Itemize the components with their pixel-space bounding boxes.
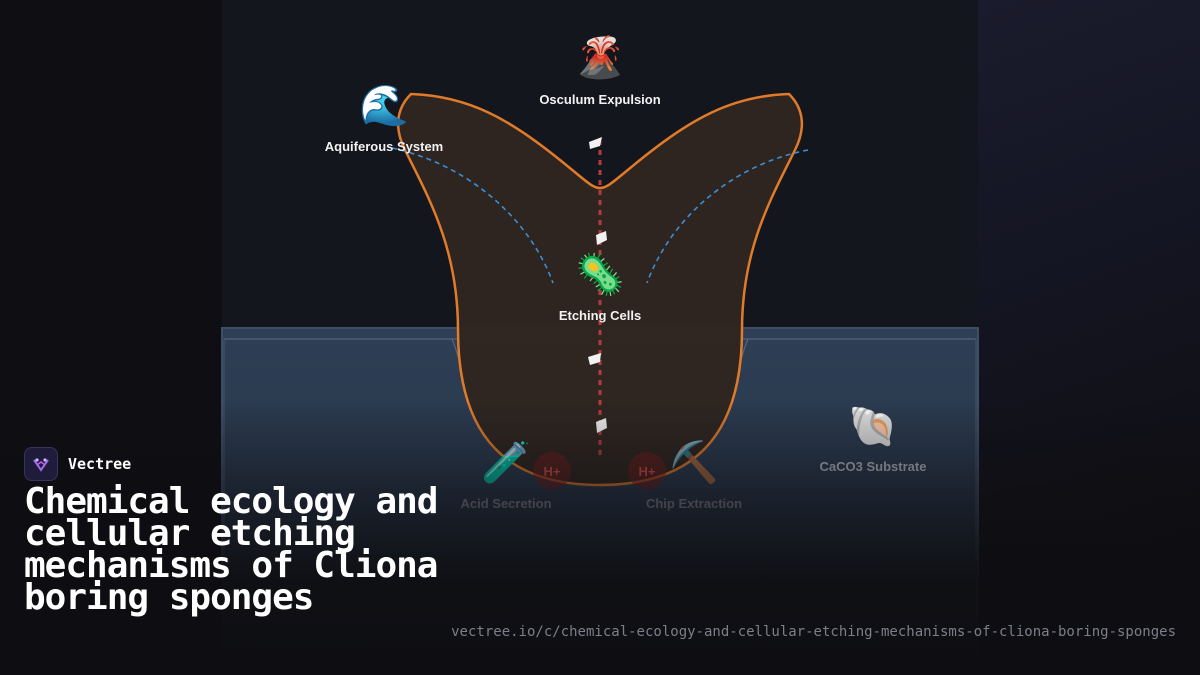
test-tube-icon: 🧪 <box>481 440 531 486</box>
pick-icon: ⛏️ <box>669 440 719 486</box>
shell-icon: 🐚 <box>848 404 898 450</box>
brand[interactable]: Vectree <box>24 447 131 481</box>
proton-badge-left: H+ <box>533 452 571 490</box>
microbe-icon: 🦠 <box>575 252 625 298</box>
acid-secretion-label: Acid Secretion <box>460 496 552 511</box>
page-title: Chemical ecology and cellular etching me… <box>24 481 438 618</box>
inflow-path-right <box>646 149 809 284</box>
substrate-label: CaCO3 Substrate <box>819 459 927 474</box>
proton-badge-right: H+ <box>628 452 666 490</box>
etching-cells-label: Etching Cells <box>558 308 642 323</box>
vectree-logo-icon <box>24 447 58 481</box>
chip-particle <box>589 137 602 149</box>
brand-name: Vectree <box>68 455 132 473</box>
volcano-icon: 🌋 <box>575 35 625 81</box>
inflow-path-left <box>391 147 554 284</box>
chip-particle <box>596 231 607 245</box>
chip-particle <box>588 353 601 365</box>
sponge-body <box>396 92 804 487</box>
osculum-label: Osculum Expulsion <box>539 92 661 107</box>
aquiferous-label: Aquiferous System <box>324 139 444 154</box>
wave-icon: 🌊 <box>359 83 409 129</box>
chip-extraction-label: Chip Extraction <box>645 496 743 511</box>
page-url[interactable]: vectree.io/c/chemical-ecology-and-cellul… <box>451 624 1176 640</box>
